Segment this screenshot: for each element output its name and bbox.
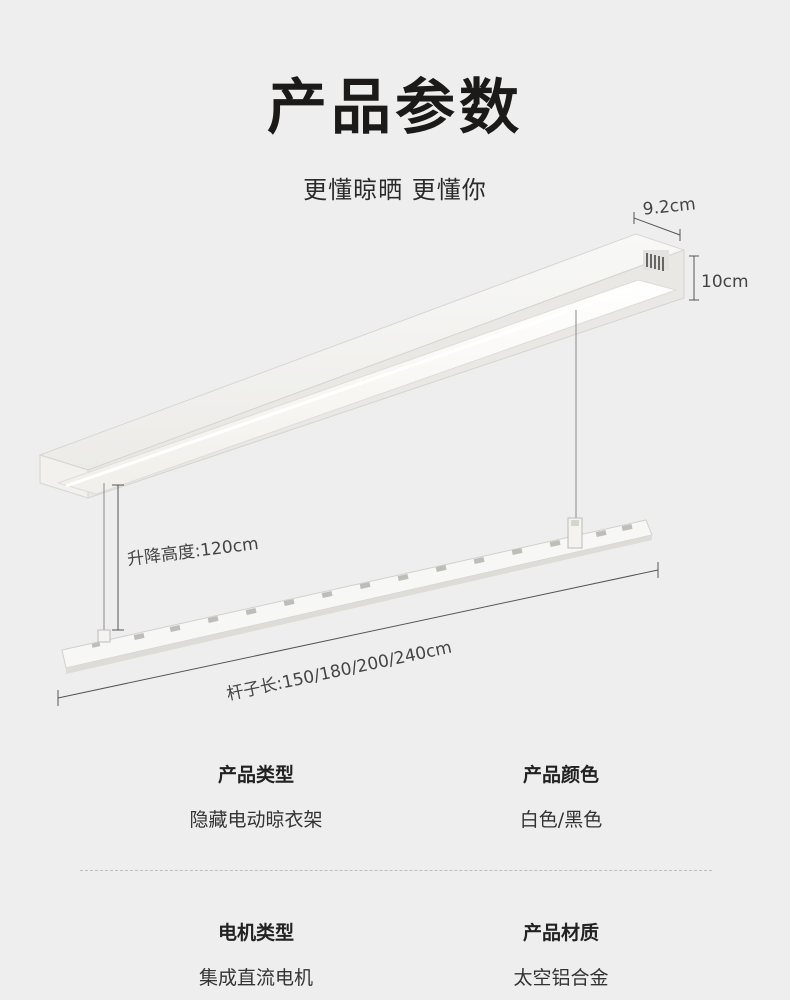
spec-label: 产品颜色 [522,764,599,786]
spec-label: 产品材质 [522,922,599,944]
spec-value: 集成直流电机 [198,967,313,989]
depth-dimension: 9.2cm [633,194,697,241]
spec-value: 隐藏电动晾衣架 [189,809,323,831]
height-label: 10cm [701,272,749,292]
rod-length-label: 杆子长:150/180/200/240cm [225,638,454,705]
spec-motor-type: 电机类型 集成直流电机 [106,918,406,990]
spec-divider [80,870,712,871]
spec-value: 太空铝合金 [513,967,609,989]
spec-label: 产品类型 [217,764,294,786]
depth-label: 9.2cm [642,194,697,219]
product-illustration: 9.2cm 10cm 升降高度:120cm [38,194,749,706]
lifting-cables [103,310,577,634]
spec-material: 产品材质 太空铝合金 [411,918,711,990]
spec-value: 白色/黑色 [519,809,603,831]
page-subtitle: 更懂晾晒 更懂你 [303,176,487,204]
lift-height-dimension: 升降高度:120cm [112,484,260,631]
page-title: 产品参数 [267,73,523,143]
drying-rod [61,517,653,674]
ceiling-housing [38,233,686,499]
spec-label: 电机类型 [217,922,294,944]
height-dimension: 10cm [689,255,749,301]
spec-product-type: 产品类型 隐藏电动晾衣架 [106,760,406,832]
vent-grille [643,250,669,271]
lift-height-label: 升降高度:120cm [126,534,260,570]
spec-product-color: 产品颜色 白色/黑色 [411,760,711,832]
